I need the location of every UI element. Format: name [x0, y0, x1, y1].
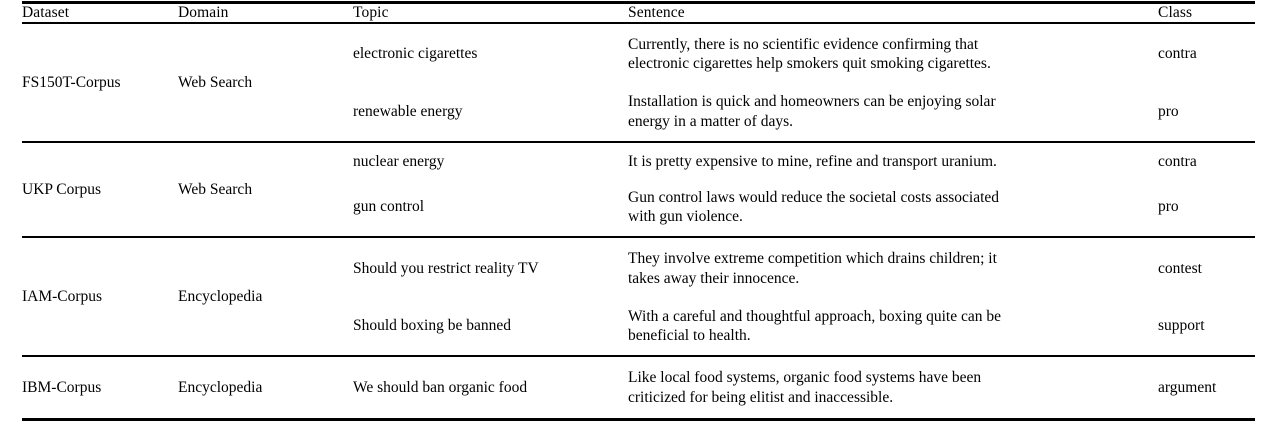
cell-sentence: Gun control laws would reduce the societ…: [628, 179, 1158, 237]
group-separator-rule: [22, 236, 1255, 238]
sentence-line: beneficial to health.: [628, 327, 751, 345]
sentence-line: electronic cigarettes help smokers quit …: [628, 55, 991, 73]
cell-sentence: They involve extreme competition which d…: [628, 240, 1158, 298]
cell-topic: Should you restrict reality TV: [353, 259, 539, 277]
cell-class: argument: [1158, 378, 1217, 396]
sentence-line: criticized for being elitist and inacces…: [628, 388, 894, 406]
cell-class: pro: [1158, 198, 1179, 216]
table-header: Dataset Domain Topic Sentence Class: [22, 0, 1255, 24]
sentence-line: With a careful and thoughtful approach, …: [628, 307, 1001, 325]
cell-dataset: UKP Corpus: [22, 181, 102, 199]
sentence-line: with gun violence.: [628, 208, 743, 226]
table-body: FS150T-Corpus Web Search electronic ciga…: [22, 24, 1255, 421]
header-rule-row: [22, 22, 1255, 24]
cell-class: contest: [1158, 259, 1202, 277]
cell-domain: Encyclopedia: [178, 288, 263, 306]
sentence-line: energy in a matter of days.: [628, 113, 793, 131]
cell-topic: Should boxing be banned: [353, 317, 511, 335]
table-row: renewable energy Installation is quick a…: [22, 83, 1255, 141]
group-rule-row: [22, 236, 1255, 238]
sentence-line: Installation is quick and homeowners can…: [628, 93, 996, 111]
cell-sentence: Installation is quick and homeowners can…: [628, 83, 1158, 141]
cell-class: support: [1158, 317, 1205, 335]
cell-class: pro: [1158, 103, 1179, 120]
top-rule-row: [22, 0, 1255, 4]
cell-class: contra: [1158, 152, 1197, 170]
cell-topic: renewable energy: [353, 103, 463, 120]
column-header-sentence: Sentence: [628, 4, 685, 21]
sentence-line: takes away their innocence.: [628, 269, 800, 287]
dataset-examples-table: Dataset Domain Topic Sentence Class FS15…: [22, 0, 1255, 421]
table-row: IAM-Corpus Encyclopedia Should you restr…: [22, 240, 1255, 306]
cell-sentence: Currently, there is no scientific eviden…: [628, 26, 1158, 84]
table-row: IBM-Corpus Encyclopedia We should ban or…: [22, 359, 1255, 417]
group-separator-rule: [22, 355, 1255, 357]
group-rule-row: [22, 140, 1255, 143]
cell-topic: gun control: [353, 198, 425, 216]
sentence-line: It is pretty expensive to mine, refine a…: [628, 152, 997, 170]
cell-domain: Web Search: [178, 74, 253, 92]
cell-class: contra: [1158, 45, 1197, 63]
column-header-dataset: Dataset: [22, 4, 70, 21]
cell-domain: Web Search: [178, 181, 253, 199]
sentence-line: They involve extreme competition which d…: [628, 249, 997, 267]
table-row: gun control Gun control laws would reduc…: [22, 179, 1255, 237]
cell-topic: electronic cigarettes: [353, 45, 478, 63]
cell-topic: We should ban organic food: [353, 378, 528, 396]
group-separator-rule: [22, 140, 1255, 143]
cell-sentence: Like local food systems, organic food sy…: [628, 359, 1158, 417]
header-row: Dataset Domain Topic Sentence Class: [22, 4, 1255, 22]
column-header-class: Class: [1158, 4, 1193, 21]
table-row: Should boxing be banned With a careful a…: [22, 298, 1255, 356]
sentence-line: Like local food systems, organic food sy…: [628, 368, 982, 386]
table-row: FS150T-Corpus Web Search electronic ciga…: [22, 26, 1255, 92]
cell-sentence: It is pretty expensive to mine, refine a…: [628, 145, 1158, 179]
sentence-line: Currently, there is no scientific eviden…: [628, 35, 979, 53]
group-rule-row: [22, 355, 1255, 357]
cell-topic: nuclear energy: [353, 152, 445, 170]
cell-dataset: IAM-Corpus: [22, 288, 103, 306]
column-header-topic: Topic: [353, 4, 389, 21]
cell-dataset: FS150T-Corpus: [22, 74, 121, 92]
column-header-domain: Domain: [178, 4, 229, 21]
cell-domain: Encyclopedia: [178, 378, 263, 396]
sentence-line: Gun control laws would reduce the societ…: [628, 188, 1000, 206]
table-row: UKP Corpus Web Search nuclear energy It …: [22, 145, 1255, 199]
cell-dataset: IBM-Corpus: [22, 378, 102, 396]
header-rule: [22, 22, 1255, 24]
cell-sentence: With a careful and thoughtful approach, …: [628, 298, 1158, 356]
top-rule: [22, 0, 1255, 4]
